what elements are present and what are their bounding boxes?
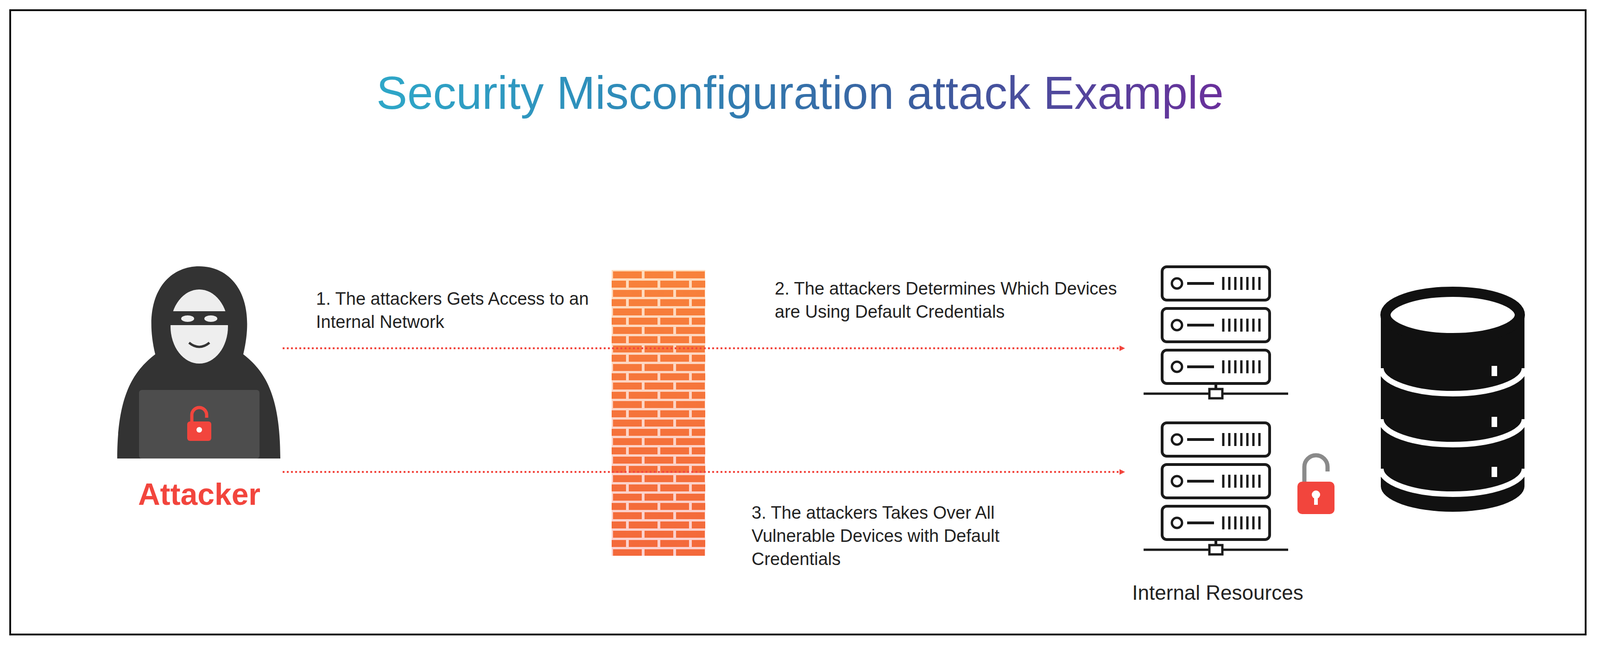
node-label: Internal Resources xyxy=(1132,581,1303,605)
server-stack xyxy=(1143,266,1289,399)
server-stack xyxy=(1143,423,1289,555)
diagram-title: Security Misconfiguration attack Example xyxy=(0,64,1600,121)
frame xyxy=(10,10,1586,635)
attack-arrow xyxy=(282,347,1126,350)
resource-group: Internal Resources xyxy=(1125,264,1311,605)
step-label: 1. The attackers Gets Access to an Inter… xyxy=(316,287,590,334)
attacker-figure xyxy=(117,266,281,459)
attack-arrow xyxy=(282,471,1126,474)
step-note: 2. The attackers Determines Which Device… xyxy=(774,277,1127,324)
firewall xyxy=(611,270,706,557)
step-label: 3. The attackers Takes Over All Vulnerab… xyxy=(751,501,1076,571)
node-label: Attacker xyxy=(138,476,261,513)
title-text: Security Misconfiguration attack Example xyxy=(376,66,1224,119)
database-icon xyxy=(1380,291,1525,513)
open-lock-icon xyxy=(1297,455,1335,515)
attacker-node: Attacker xyxy=(115,259,283,513)
